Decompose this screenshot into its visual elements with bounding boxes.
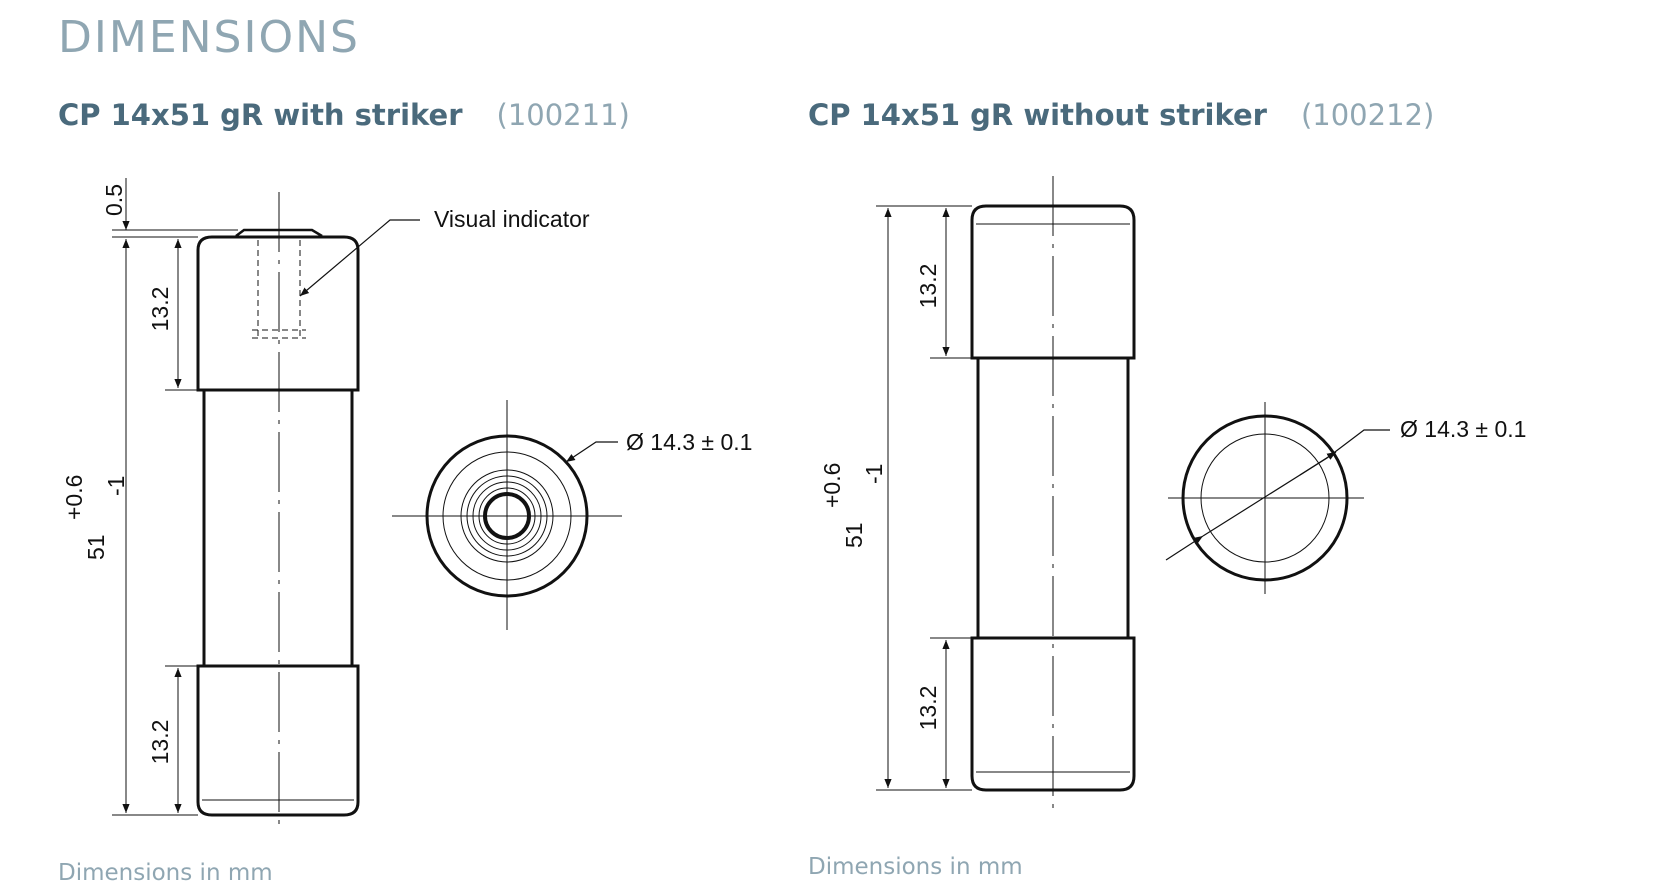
left-label-tol-plus: +0.6 <box>61 475 87 520</box>
left-end-ring-5 <box>478 487 536 545</box>
left-label-0-5: 0.5 <box>101 184 127 216</box>
left-hidden-indicator <box>252 240 306 339</box>
right-product-name: CP 14x51 gR without striker <box>808 98 1267 132</box>
left-top-cap <box>196 235 360 392</box>
right-label-overall: 51 <box>841 522 867 548</box>
left-label-diameter: Ø 14.3 ± 0.1 <box>626 429 752 455</box>
right-product-code: (100212) <box>1300 98 1435 132</box>
right-diameter-leader-in <box>1165 535 1204 561</box>
left-diameter-leader <box>565 441 618 463</box>
left-product-code: (100211) <box>496 98 630 132</box>
left-fuse-side-view: Visual indicator 0.5 13.2 13.2 51 +0.6 -… <box>61 178 590 825</box>
left-end-ring-4 <box>472 481 542 551</box>
right-bottom-cap <box>970 636 1136 792</box>
left-fuse-end-view: Ø 14.3 ± 0.1 <box>392 400 752 630</box>
left-end-ring-1 <box>442 451 572 581</box>
left-units-note: Dimensions in mm <box>58 860 273 886</box>
right-diameter-line <box>1202 429 1390 537</box>
left-end-striker-circle <box>483 492 531 540</box>
right-top-cap <box>970 204 1136 360</box>
page-title: DIMENSIONS <box>58 12 360 63</box>
right-end-inner-circle <box>1200 433 1330 563</box>
right-label-diameter: Ø 14.3 ± 0.1 <box>1400 416 1526 442</box>
right-label-tol-plus: +0.6 <box>819 463 845 508</box>
left-product-name: CP 14x51 gR with striker <box>58 98 463 132</box>
right-label-bottom-cap: 13.2 <box>915 686 941 731</box>
left-label-top-cap: 13.2 <box>147 287 173 332</box>
right-fuse-end-view: Ø 14.3 ± 0.1 <box>1165 402 1526 594</box>
left-indicator-leader <box>299 219 420 297</box>
right-label-tol-minus: -1 <box>861 464 887 484</box>
left-striker-top <box>235 228 323 238</box>
left-fuse-body <box>202 388 354 668</box>
right-units-note: Dimensions in mm <box>808 854 1023 880</box>
left-end-ring-2 <box>460 469 554 563</box>
left-drawing-title: CP 14x51 gR with striker (100211) <box>58 98 630 132</box>
left-bottom-cap <box>196 664 360 817</box>
right-label-top-cap: 13.2 <box>915 264 941 309</box>
left-label-overall: 51 <box>83 534 109 560</box>
left-label-tol-minus: -1 <box>103 476 129 496</box>
left-label-bottom-cap: 13.2 <box>147 720 173 765</box>
left-end-ring-3 <box>466 475 548 557</box>
right-end-outer-circle <box>1181 414 1349 582</box>
left-indicator-label: Visual indicator <box>434 206 590 232</box>
right-fuse-side-view: 13.2 13.2 51 +0.6 -1 <box>819 176 1136 812</box>
right-drawing-title: CP 14x51 gR without striker (100212) <box>808 98 1434 132</box>
left-end-outer-circle <box>425 434 589 598</box>
right-diameter-arrow-out <box>1299 451 1337 476</box>
